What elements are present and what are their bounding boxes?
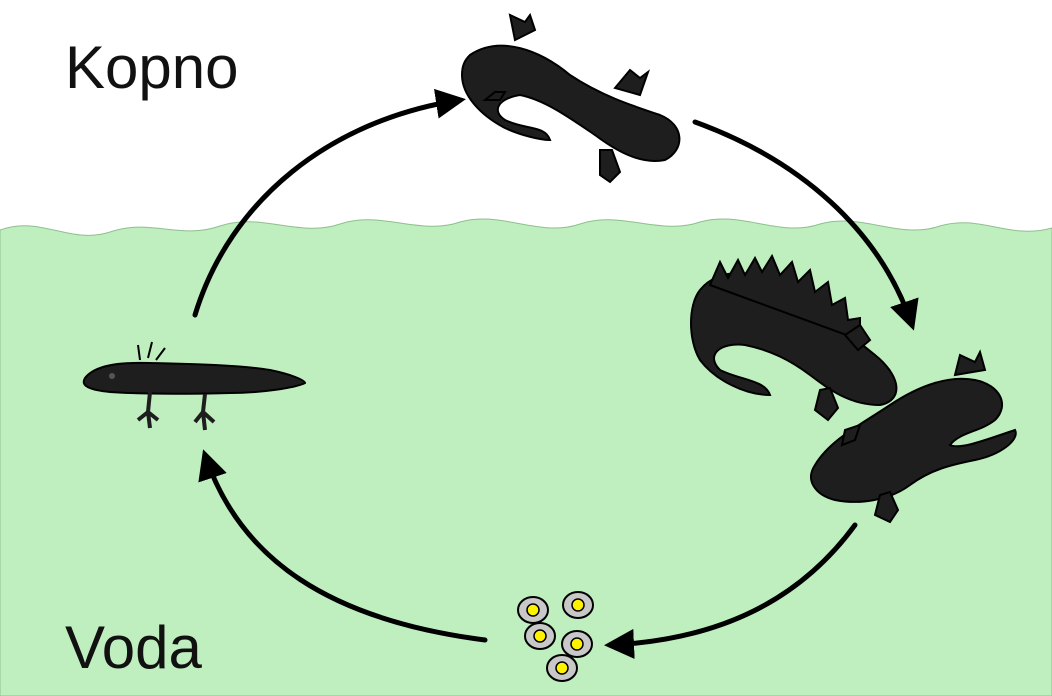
water-label: Voda xyxy=(65,614,202,681)
egg xyxy=(525,623,555,649)
egg xyxy=(562,631,592,657)
egg xyxy=(518,597,548,623)
adult-newt-land xyxy=(462,15,679,182)
egg xyxy=(563,592,593,618)
egg xyxy=(547,655,577,681)
land-label: Kopno xyxy=(65,34,239,101)
